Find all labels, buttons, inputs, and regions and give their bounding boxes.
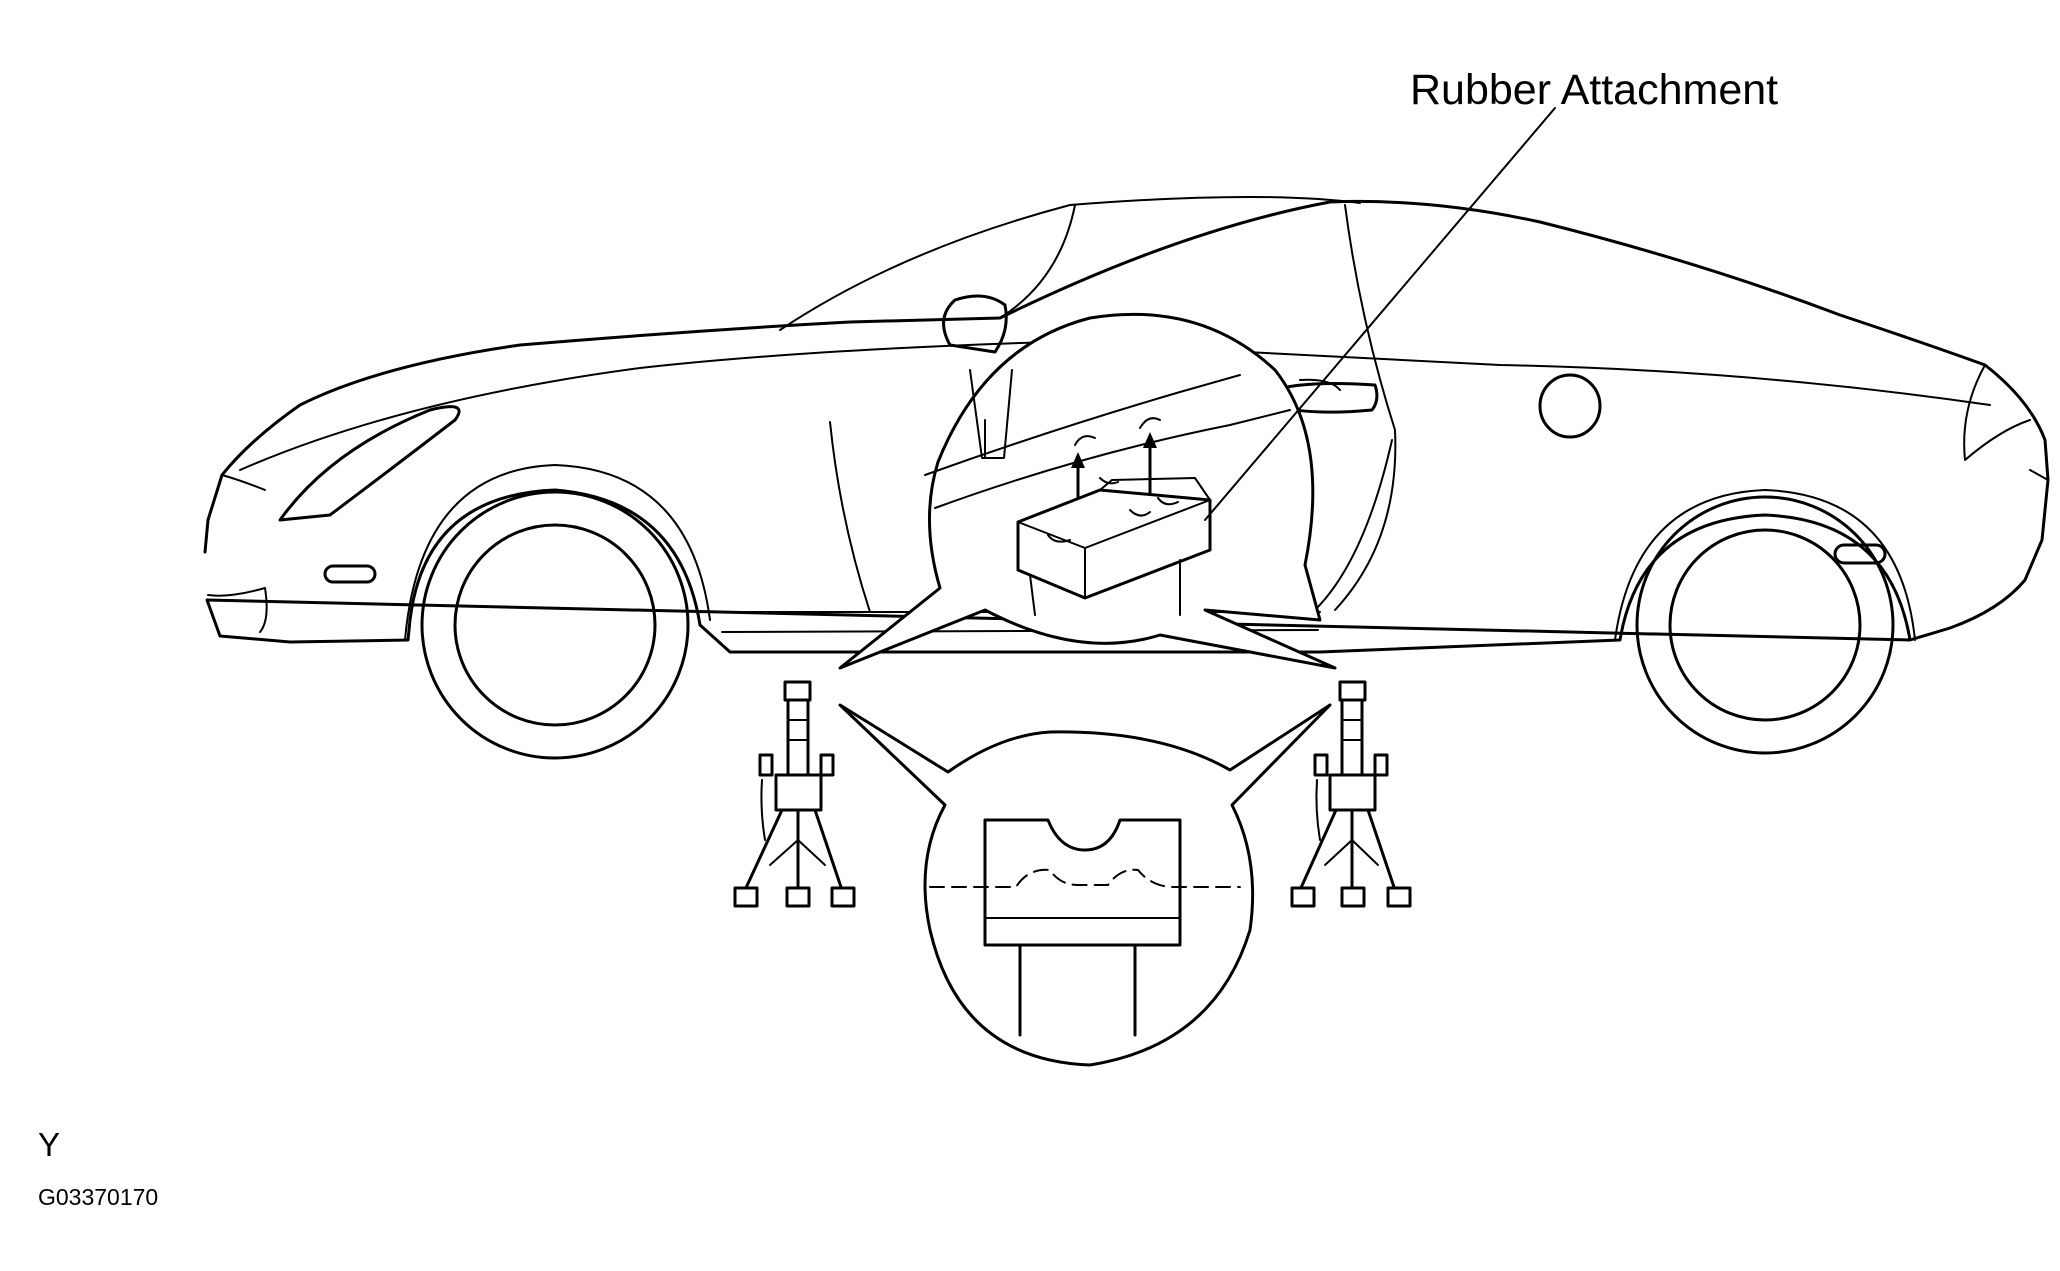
- rubber-attachment-label: Rubber Attachment: [1410, 66, 1778, 114]
- jack-stand-front: [733, 680, 856, 908]
- rear-wheel: [1635, 495, 1895, 755]
- callout-leader-line: [1204, 107, 1556, 521]
- jack-stand-rear: [1290, 680, 1412, 908]
- figure-id-label: G03370170: [38, 1184, 158, 1210]
- upper-detail-callout: [838, 312, 1337, 670]
- view-code-label: Y: [38, 1126, 60, 1163]
- lower-detail-callout: [838, 703, 1332, 1067]
- front-wheel: [420, 490, 690, 760]
